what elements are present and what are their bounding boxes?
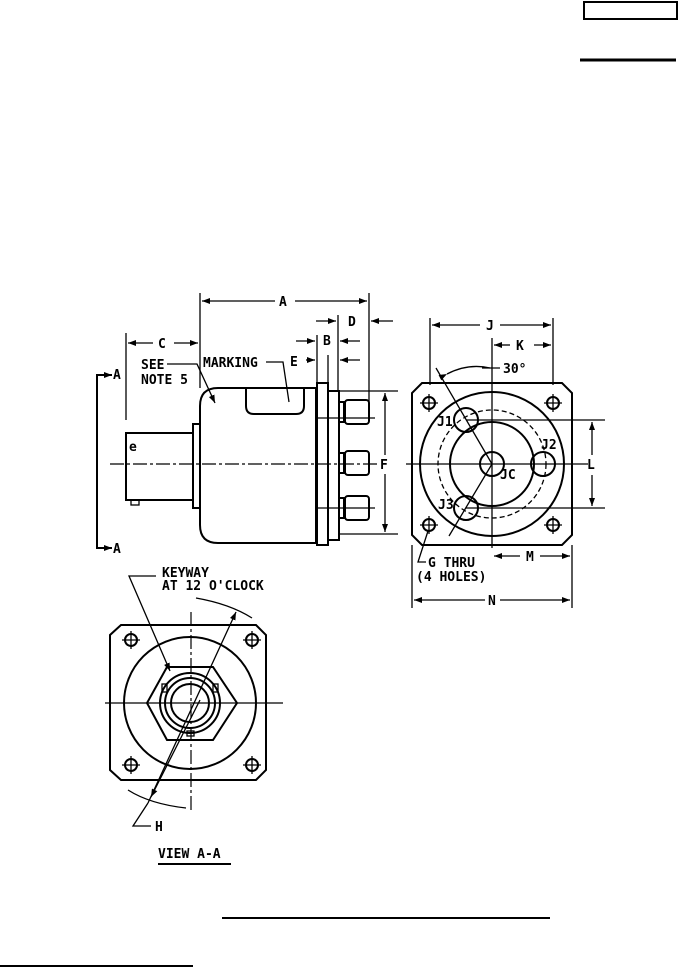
side-view: e A D B E C F bbox=[96, 293, 398, 557]
aa-mount-holes bbox=[122, 631, 261, 774]
holes-label: G THRU bbox=[428, 556, 475, 571]
dim-m: M bbox=[526, 550, 534, 565]
dim-a: A bbox=[279, 295, 287, 310]
contacts bbox=[338, 399, 370, 521]
dim-f: F bbox=[380, 458, 388, 473]
dim-j: J bbox=[486, 319, 494, 334]
title-box bbox=[583, 1, 678, 20]
dim-l: L bbox=[587, 458, 595, 473]
pin-symbol: e bbox=[129, 440, 137, 455]
dim-b: B bbox=[323, 334, 331, 349]
angle-label: 30° bbox=[503, 362, 526, 377]
coupling-shaft bbox=[125, 432, 194, 501]
view-a-a: KEYWAY AT 12 O'CLOCK H VIEW A-A bbox=[105, 566, 283, 865]
section-label-top: A bbox=[113, 368, 121, 383]
dim-d: D bbox=[348, 315, 356, 330]
dim-c: C bbox=[158, 337, 166, 352]
contact-j1: J1 bbox=[437, 415, 453, 430]
dim-k: K bbox=[516, 339, 524, 354]
aa-flange bbox=[109, 624, 267, 781]
marking-area bbox=[245, 388, 305, 415]
connector-body bbox=[199, 387, 317, 544]
rear-plate bbox=[327, 390, 340, 541]
end-view: J1 J2 J3 JC J K 30° L M N G THRU (4 bbox=[406, 318, 605, 609]
see-note-label: SEE bbox=[141, 358, 164, 373]
end-flange bbox=[411, 382, 573, 546]
section-label-bottom: A bbox=[113, 542, 121, 557]
see-note-label-2: NOTE 5 bbox=[141, 373, 188, 388]
view-title: VIEW A-A bbox=[158, 847, 221, 862]
dim-e: E bbox=[290, 355, 298, 370]
contact-j3: J3 bbox=[438, 498, 454, 513]
dim-n: N bbox=[488, 594, 496, 609]
marking-label: MARKING bbox=[203, 356, 258, 371]
keyway-label-2: AT 12 O'CLOCK bbox=[162, 579, 264, 594]
holes-label-2: (4 HOLES) bbox=[416, 570, 486, 585]
coupling-collar bbox=[192, 423, 201, 509]
dim-h: H bbox=[155, 820, 163, 835]
keyway-label: KEYWAY bbox=[162, 566, 209, 581]
contact-jc: JC bbox=[500, 468, 516, 483]
mount-holes bbox=[420, 394, 562, 534]
contact-j2: J2 bbox=[541, 438, 557, 453]
